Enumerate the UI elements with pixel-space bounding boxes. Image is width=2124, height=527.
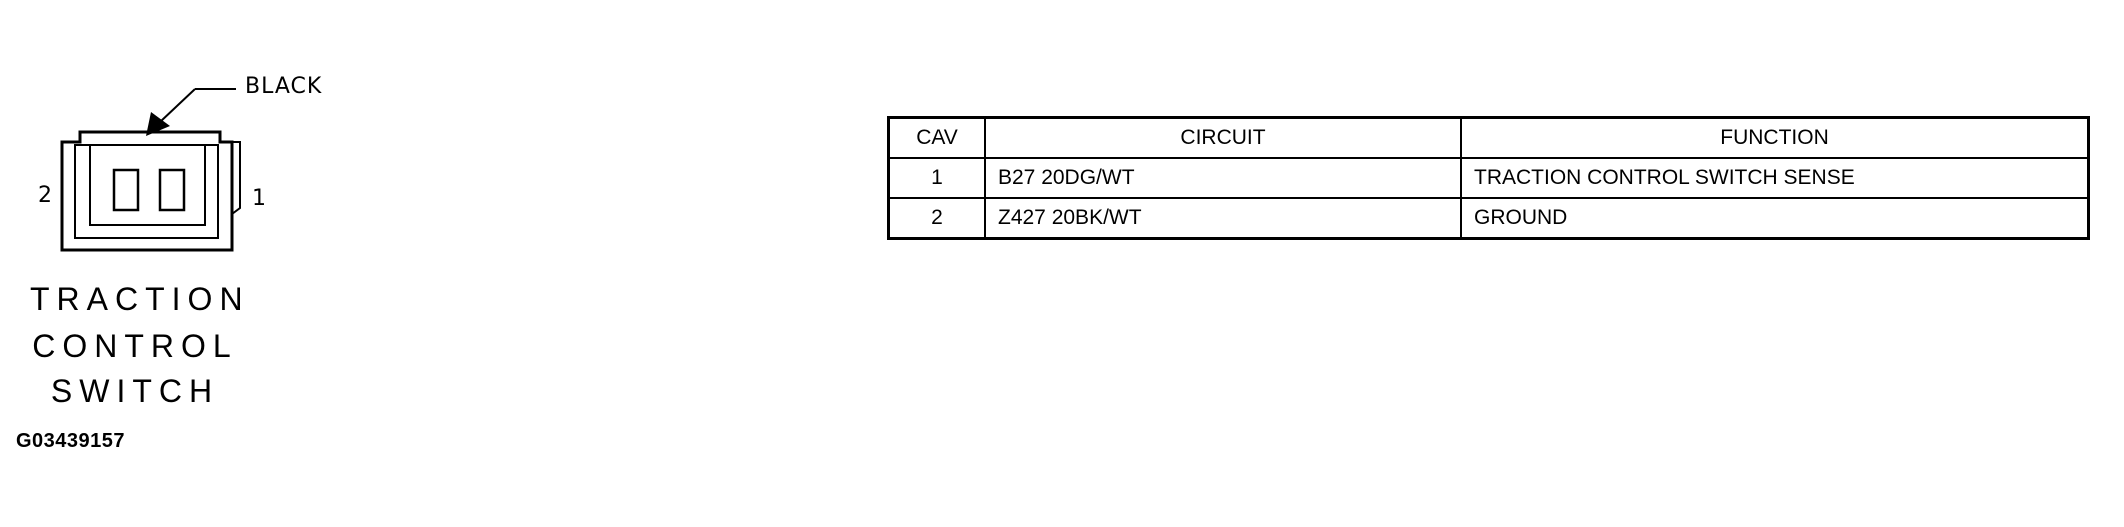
callout-leader-line	[159, 88, 196, 123]
cav-cell: 2	[887, 197, 986, 240]
connector-shoulder	[89, 145, 206, 226]
caption-line-1: TRACTION	[30, 281, 250, 317]
table-header-row: CAV CIRCUIT FUNCTION	[887, 116, 2090, 159]
table-row: 1 B27 20DG/WT TRACTION CONTROL SWITCH SE…	[887, 157, 2090, 199]
figure-id: G03439157	[16, 430, 126, 452]
header-cav: CAV	[887, 116, 986, 159]
function-cell: GROUND	[1460, 197, 2090, 240]
pin-number-1: 1	[252, 186, 266, 211]
connector-figure: BLACK 2 1 TRACTION CONTROL SWITCH G03439…	[0, 0, 420, 522]
pinout-table: CAV CIRCUIT FUNCTION 1 B27 20DG/WT TRACT…	[887, 116, 2090, 240]
table-row: 2 Z427 20BK/WT GROUND	[887, 197, 2090, 240]
connector-latch	[231, 141, 241, 215]
color-callout-label: BLACK	[245, 74, 323, 99]
cavity-1	[158, 168, 186, 212]
connector-inner-outline	[74, 144, 219, 239]
cav-cell: 1	[887, 157, 986, 199]
circuit-cell: Z427 20BK/WT	[984, 197, 1462, 240]
callout-arrowhead-icon	[146, 112, 170, 136]
header-function: FUNCTION	[1460, 116, 2090, 159]
connector-drawing	[60, 88, 241, 252]
connector-shell	[60, 130, 234, 252]
caption-line-3: SWITCH	[50, 373, 220, 409]
caption-line-2: CONTROL	[32, 328, 238, 364]
circuit-cell: B27 20DG/WT	[984, 157, 1462, 199]
header-circuit: CIRCUIT	[984, 116, 1462, 159]
cavity-2	[112, 168, 140, 212]
pin-number-2: 2	[38, 183, 52, 208]
function-cell: TRACTION CONTROL SWITCH SENSE	[1460, 157, 2090, 199]
